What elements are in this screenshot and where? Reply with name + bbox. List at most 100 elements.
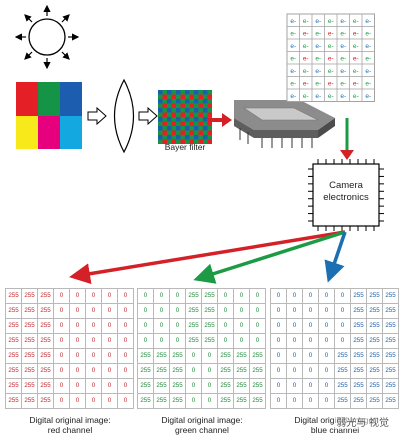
table-cell: 255: [366, 363, 383, 379]
bayer-cell: [189, 103, 194, 108]
bayer-cell: [198, 117, 203, 122]
table-cell: 0: [69, 333, 86, 349]
electron-symbol: e-: [328, 18, 334, 25]
bayer-cell: [167, 121, 172, 126]
table-cell: 255: [37, 303, 54, 319]
electron-symbol: e-: [365, 31, 371, 38]
bayer-cell: [158, 139, 163, 144]
bayer-cell: [162, 112, 167, 117]
electron-symbol: e-: [340, 68, 346, 75]
red-channel-arrow: [69, 230, 346, 285]
table-cell: 0: [69, 393, 86, 409]
table-cell: 255: [366, 288, 383, 304]
bayer-cell: [194, 112, 199, 117]
table-cell: 0: [101, 348, 118, 364]
table-cell: 0: [286, 348, 303, 364]
green-channel-arrow: [193, 230, 346, 284]
bayer-cell: [198, 135, 203, 140]
table-cell: 0: [233, 333, 250, 349]
table-cell: 0: [85, 393, 102, 409]
table-cell: 0: [185, 363, 202, 379]
bayer-cell: [158, 117, 163, 122]
table-cell: 0: [302, 378, 319, 394]
table-cell: 255: [366, 393, 383, 409]
electron-symbol: e-: [328, 68, 334, 75]
electron-symbol: e-: [340, 93, 346, 100]
electron-symbol: e-: [328, 56, 334, 63]
bayer-cell: [180, 130, 185, 135]
table-cell: 0: [201, 378, 218, 394]
bayer-cell: [189, 90, 194, 95]
bayer-cell: [185, 117, 190, 122]
table-cell: 255: [350, 303, 367, 319]
table-cell: 0: [69, 288, 86, 304]
sensor-grid-background: [286, 13, 375, 102]
table-cell: 255: [21, 318, 38, 334]
bayer-cell: [171, 90, 176, 95]
bayer-cell: [207, 103, 212, 108]
bayer-cell: [167, 94, 172, 99]
bayer-cell: [171, 126, 176, 131]
electron-symbol: e-: [303, 31, 309, 38]
electron-symbol: e-: [290, 18, 296, 25]
electron-symbol: e-: [290, 93, 296, 100]
green-channel-caption: Digital original image:green channel: [161, 415, 243, 435]
table-cell: 255: [37, 348, 54, 364]
bayer-cell: [162, 90, 167, 95]
table-cell: 0: [117, 288, 134, 304]
electron-symbol: e-: [315, 31, 321, 38]
electron-symbol: e-: [328, 31, 334, 38]
bayer-cell: [185, 103, 190, 108]
electron-symbol: e-: [353, 56, 359, 63]
bayer-cell: [207, 112, 212, 117]
bayer-cell: [207, 108, 212, 113]
table-cell: 0: [318, 393, 335, 409]
image-sensor-chip: [234, 100, 335, 148]
electron-symbol: e-: [315, 56, 321, 63]
table-cell: 255: [382, 393, 399, 409]
table-cell: 0: [117, 363, 134, 379]
bayer-cell: [180, 99, 185, 104]
bayer-cell: [194, 117, 199, 122]
table-cell: 255: [21, 378, 38, 394]
table-cell: 0: [249, 303, 266, 319]
bayer-cell: [203, 103, 208, 108]
table-cell: 0: [85, 363, 102, 379]
bayer-cell: [194, 90, 199, 95]
table-cell: 255: [153, 363, 170, 379]
bayer-cell: [198, 139, 203, 144]
bayer-cell: [167, 99, 172, 104]
table-cell: 0: [286, 333, 303, 349]
table-cell: 255: [21, 363, 38, 379]
table-cell: 0: [137, 303, 154, 319]
bayer-cell: [189, 126, 194, 131]
electron-symbol: e-: [365, 81, 371, 88]
table-cell: 255: [382, 378, 399, 394]
table-cell: 255: [350, 393, 367, 409]
table-cell: 255: [185, 318, 202, 334]
bayer-cell: [158, 121, 163, 126]
bayer-cell: [185, 121, 190, 126]
table-cell: 255: [37, 393, 54, 409]
bayer-cell: [162, 94, 167, 99]
bayer-cell: [189, 121, 194, 126]
electron-symbol: e-: [340, 81, 346, 88]
electron-symbol: e-: [315, 68, 321, 75]
table-cell: 0: [53, 378, 70, 394]
electron-symbol: e-: [290, 68, 296, 75]
table-cell: 255: [21, 348, 38, 364]
table-cell: 0: [153, 288, 170, 304]
table-cell: 0: [169, 318, 186, 334]
bayer-cell: [176, 99, 181, 104]
camera-electronics-chip: [308, 159, 384, 231]
bayer-cell: [180, 94, 185, 99]
table-cell: 0: [69, 378, 86, 394]
bayer-cell: [203, 121, 208, 126]
